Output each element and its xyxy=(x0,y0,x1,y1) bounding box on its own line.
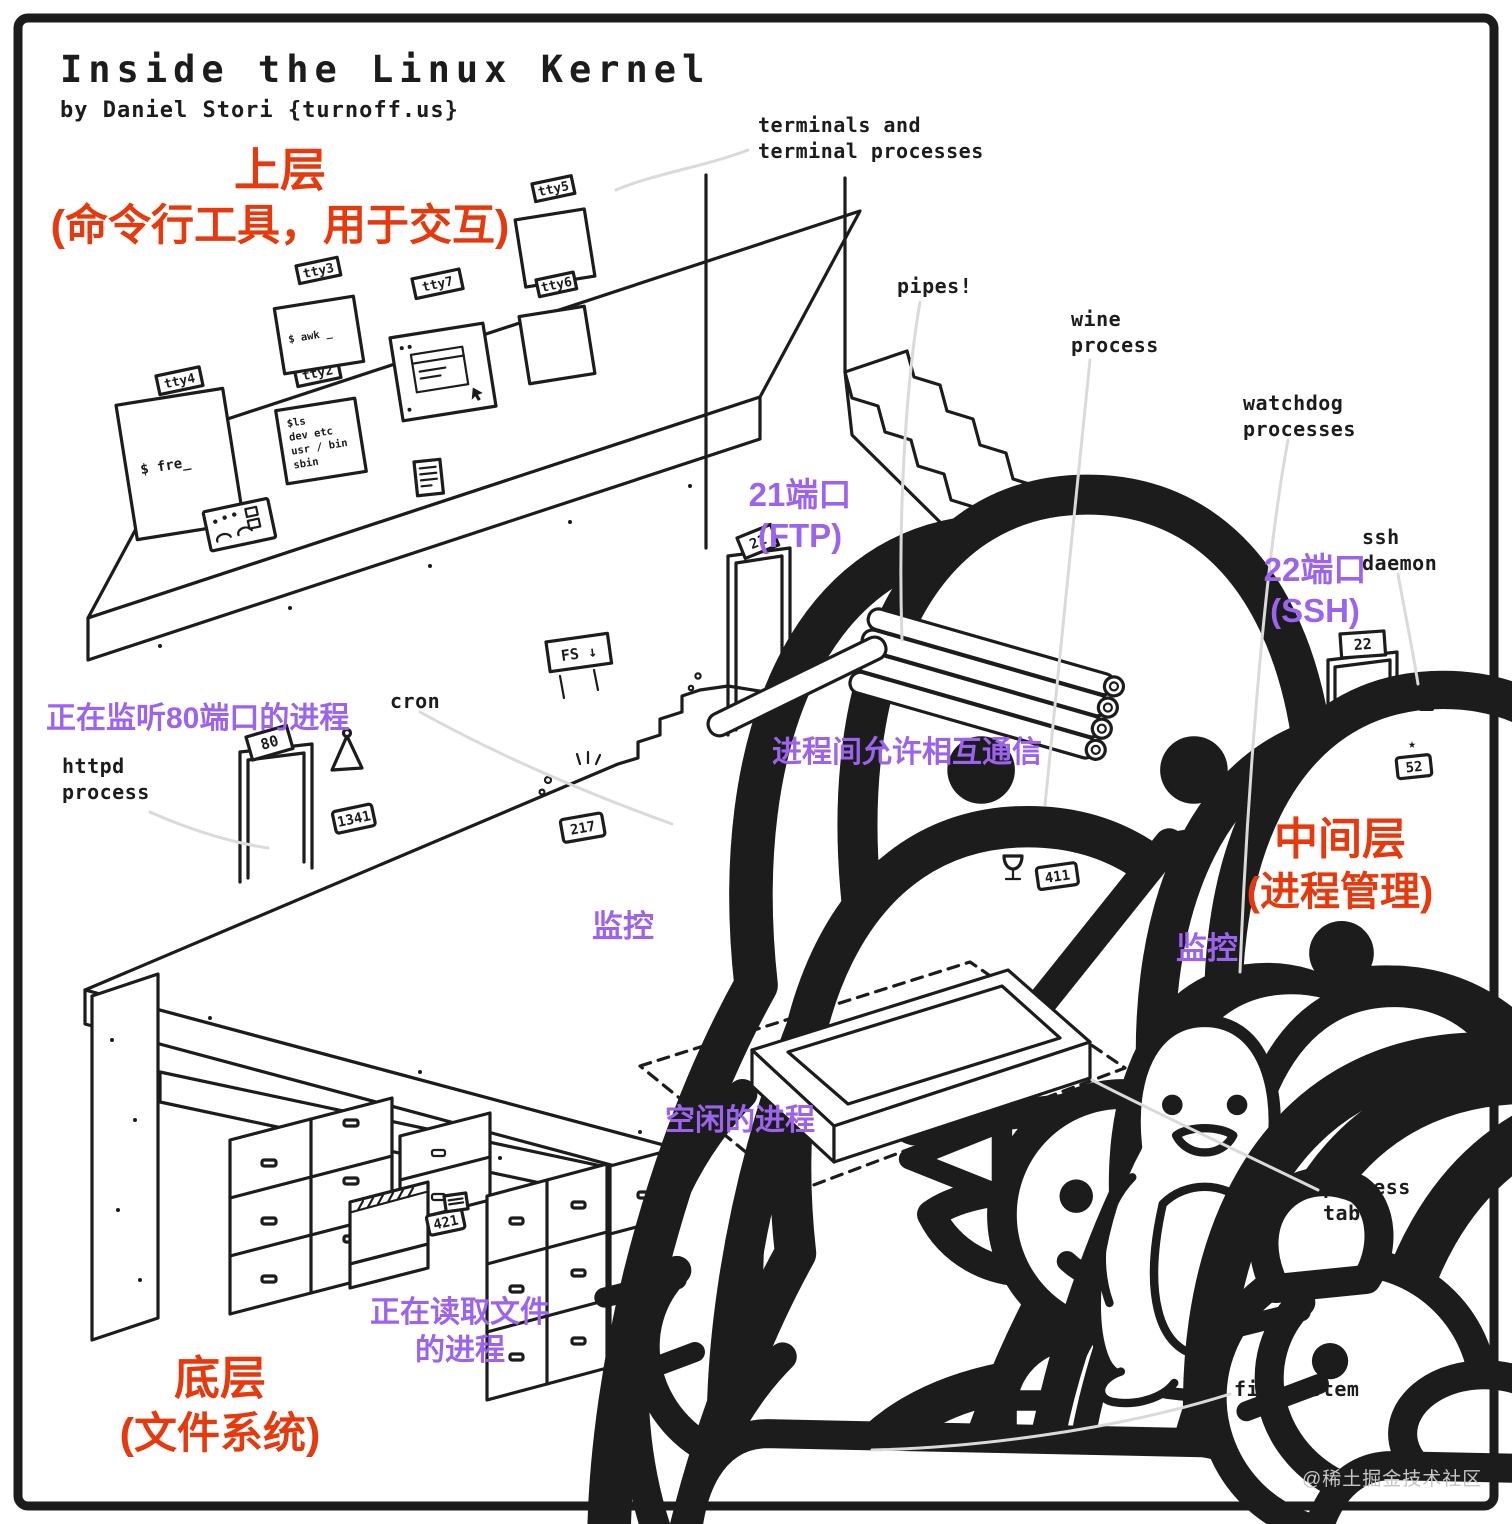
comic-border xyxy=(13,13,1499,1511)
badge-217: 217 xyxy=(558,811,607,844)
paper-in-hand xyxy=(412,457,446,498)
tty2-screen: $ls dev etc usr / bin sbin xyxy=(274,396,368,486)
tty5-sign: tty5 xyxy=(530,174,577,204)
svg-text:217: 217 xyxy=(569,819,597,839)
layer-label-top: 上层 (命令行工具，用于交互) xyxy=(40,142,520,253)
tty4-sign: tty4 xyxy=(154,365,205,397)
wine-glass-icon xyxy=(1002,854,1024,881)
label-filesystem: filesystem xyxy=(1234,1377,1360,1401)
label-pipes: pipes! xyxy=(897,274,973,298)
leader-httpd xyxy=(148,810,270,850)
layer-bottom-line1: 底层 xyxy=(174,1352,266,1404)
svg-text:tty3: tty3 xyxy=(302,261,336,282)
svg-text:411: 411 xyxy=(1044,867,1071,886)
carried-pipe xyxy=(706,635,888,738)
tty3-sign: tty3 xyxy=(294,255,343,286)
svg-text:tty5: tty5 xyxy=(537,179,571,200)
label-ipc: 进程间允许相互通信 xyxy=(772,736,1042,769)
label-port21-ftp: 21端口 (FTP) xyxy=(748,476,852,555)
tty6-screen xyxy=(517,304,597,386)
label-monitor-right: 监控 xyxy=(1176,931,1238,966)
port-80-door: 80 xyxy=(238,723,314,884)
comic-title: Inside the Linux Kernel xyxy=(60,48,711,91)
leader-lines xyxy=(148,148,1420,1452)
leader-pipes xyxy=(899,300,922,642)
svg-text:21: 21 xyxy=(747,532,769,553)
badge-421: 421 xyxy=(424,1207,467,1237)
mezzanine-platform xyxy=(86,209,862,662)
file-cabinet-c xyxy=(485,1162,609,1402)
layer-middle-line1: 中间层 xyxy=(1274,815,1406,864)
label-idle-processes: 空闲的进程 xyxy=(665,1104,815,1137)
tty7-screen xyxy=(388,321,498,423)
layer-top-line2: (命令行工具，用于交互) xyxy=(50,201,510,250)
file-in-hand xyxy=(442,1191,470,1214)
badge-411: 411 xyxy=(1034,861,1080,891)
sheriff-star-icon: ★ xyxy=(1408,737,1416,752)
comic-byline: by Daniel Stori {turnoff.us} xyxy=(60,98,459,123)
party-hat-icon xyxy=(330,734,364,772)
svg-text:tty4: tty4 xyxy=(163,371,197,392)
svg-text:sbin: sbin xyxy=(293,456,320,472)
svg-text:tty7: tty7 xyxy=(421,274,455,295)
carpet xyxy=(638,960,1127,1194)
sunglasses-icon xyxy=(1391,701,1442,711)
label-cron: cron xyxy=(390,689,441,713)
badge-52: 52 xyxy=(1394,753,1434,781)
tty4-screen: $ fre_ xyxy=(114,386,246,542)
open-file-drawer xyxy=(348,1180,430,1290)
svg-text:22: 22 xyxy=(1353,635,1372,654)
leader-ssh xyxy=(1396,572,1420,686)
label-port80-listener: 正在监听80端口的进程 xyxy=(46,702,350,735)
process-table xyxy=(638,960,1512,1524)
tty3-screen: $ awk _ xyxy=(272,294,366,376)
fs-sign: FS ↓ xyxy=(544,631,614,700)
watermark: @稀土掘金技术社区 xyxy=(1302,1469,1483,1490)
port-21-door: 21 xyxy=(726,522,792,737)
label-reading-files: 正在读取文件 的进程 xyxy=(370,1296,550,1367)
tty-wall: $ fre_ tty4 $ls dev etc usr / bin sbin t… xyxy=(114,174,597,542)
layer-bottom-line2: (文件系统) xyxy=(119,1409,321,1458)
svg-text:421: 421 xyxy=(432,1213,460,1234)
stairwell-wall xyxy=(704,173,847,550)
layer-label-middle: 中间层 (进程管理) xyxy=(1190,812,1490,917)
badge-1341: 1341 xyxy=(330,802,377,835)
label-port22-ssh: 22端口 (SSH) xyxy=(1263,551,1367,630)
leader-cron xyxy=(418,710,674,826)
layer-top-line1: 上层 xyxy=(234,144,326,196)
svg-text:$ls: $ls xyxy=(286,415,307,430)
svg-text:tty6: tty6 xyxy=(540,275,574,296)
leader-wine xyxy=(1043,358,1092,807)
leader-process-table xyxy=(1090,1078,1320,1192)
tty7-sign: tty7 xyxy=(410,267,465,301)
layer-label-bottom: 底层 (文件系统) xyxy=(90,1350,350,1461)
leader-filesystem xyxy=(870,1392,1232,1452)
terminal-control-panel xyxy=(201,497,278,553)
svg-text:FS ↓: FS ↓ xyxy=(560,642,598,665)
terminal-penguins xyxy=(201,457,1450,1524)
label-monitor-left: 监控 xyxy=(592,909,654,944)
hair-tuft xyxy=(575,750,602,766)
leader-watchdog xyxy=(1238,438,1290,974)
leader-terminals xyxy=(614,148,750,192)
svg-text:80: 80 xyxy=(258,732,280,754)
svg-text:$ fre_: $ fre_ xyxy=(139,454,192,478)
middle-floor-characters: 1341 217 411 ★ 52 xyxy=(330,672,1512,1524)
tty6-sign: tty6 xyxy=(534,270,579,299)
layer-middle-line2: (进程管理) xyxy=(1246,870,1434,914)
svg-text:52: 52 xyxy=(1405,759,1423,777)
svg-text:1341: 1341 xyxy=(336,808,372,831)
